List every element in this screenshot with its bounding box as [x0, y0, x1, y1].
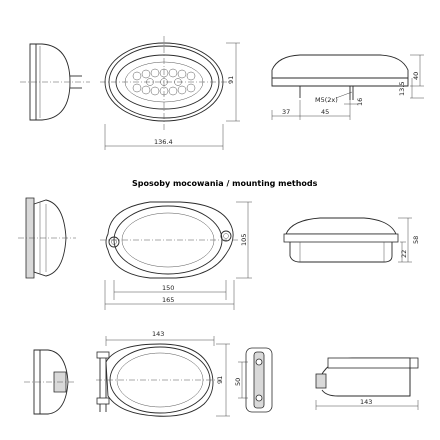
dim-side-depth: 16 [356, 98, 364, 106]
bottom-right-side-view [315, 357, 419, 410]
dim-bot-side-w: 143 [360, 398, 372, 406]
dim-mid-h: 105 [240, 234, 248, 246]
dim-mid-side-h1: 58 [412, 236, 420, 244]
dim-top-width: 136.4 [154, 138, 173, 146]
dim-mid-side-h2: 22 [400, 250, 408, 258]
dim-bot-bracket: 50 [234, 378, 242, 386]
top-left-side-view [20, 43, 90, 121]
dim-bot-w: 143 [152, 330, 164, 338]
section-title: Sposoby mocowania / mounting methods [132, 179, 318, 188]
mid-front-view [100, 201, 252, 310]
mid-left-side-view [18, 197, 76, 279]
dim-thread: M5(2x) [315, 96, 338, 104]
bottom-bracket-view [238, 347, 273, 413]
dim-side-h1: 13.5 [398, 82, 406, 96]
top-right-side-view [271, 54, 424, 120]
mid-right-side-view [283, 217, 412, 263]
dim-mid-w1: 150 [162, 284, 174, 292]
bottom-front-view [96, 336, 230, 417]
dim-top-height: 91 [227, 76, 235, 84]
top-front-view [100, 36, 240, 150]
dim-mid-w2: 165 [162, 296, 174, 304]
bottom-left-side-view [24, 349, 76, 415]
dim-bot-h: 91 [216, 376, 224, 384]
dim-side-b: 45 [321, 108, 329, 116]
dim-side-h2: 40 [412, 72, 420, 80]
dim-side-a: 37 [282, 108, 290, 116]
